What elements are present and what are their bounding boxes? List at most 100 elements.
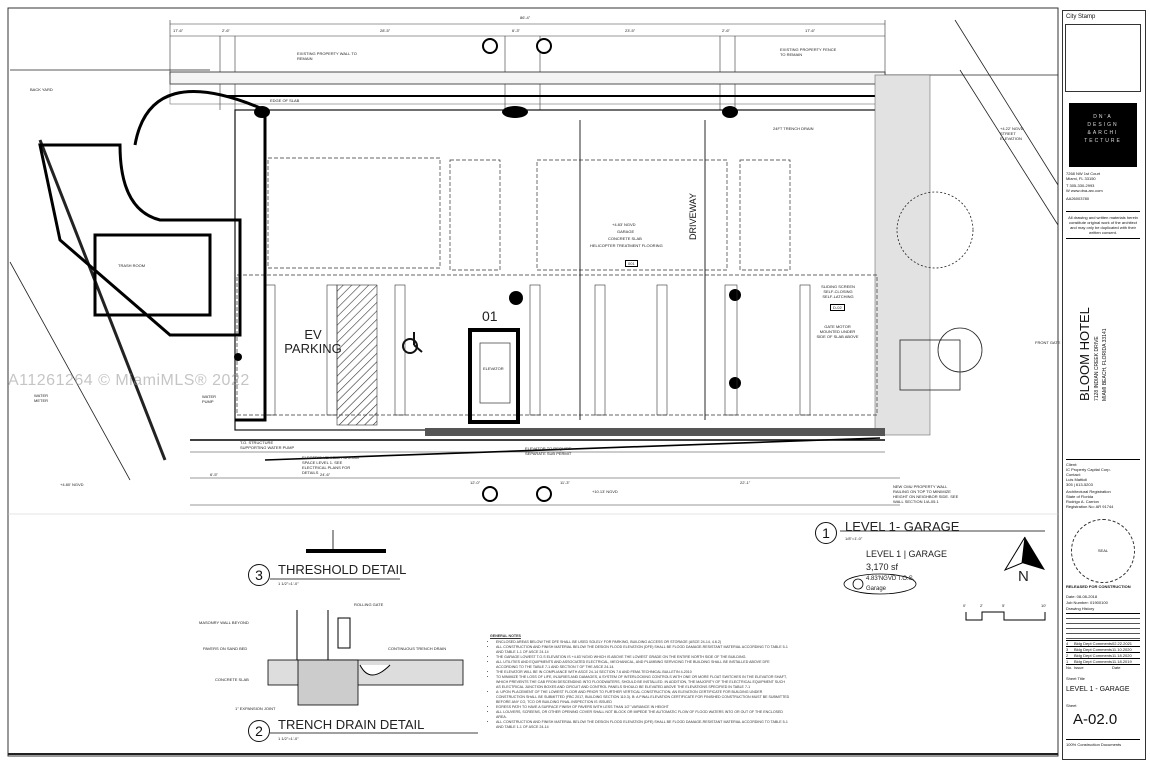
dimension: 6'-5" xyxy=(210,472,218,477)
label-pavers: Pavers on sand bed xyxy=(203,646,248,651)
drawing-history-label: Drawing History xyxy=(1066,606,1095,611)
area-tag-title: LEVEL 1 | GARAGE xyxy=(866,549,948,559)
note-item: Enclosed areas below the DFE shall be us… xyxy=(496,640,790,645)
release-status: RELEASED FOR CONSTRUCTION xyxy=(1066,584,1131,589)
logo-line: &ARCHI xyxy=(1087,130,1119,136)
copyright-note: All drawing and written materials herein… xyxy=(1066,211,1140,239)
history-issue: Bldg Dept Comments xyxy=(1074,659,1113,664)
scale-tick: 10' xyxy=(1041,603,1047,608)
dimension: 6'-3" xyxy=(512,28,520,33)
view-number: 2 xyxy=(248,720,270,742)
label-garage-elevation: +4.83' NGVD xyxy=(612,222,636,227)
dimension: 12'-0" xyxy=(470,480,481,485)
history-issue: Bldg Dept Comments xyxy=(1074,653,1113,658)
client-line: Luis Mattioli xyxy=(1066,477,1088,482)
area-tag-elevation: 4.83'NGVD T.O.S. xyxy=(866,576,915,582)
logo-line: DESIGN xyxy=(1087,122,1119,128)
view-number: 3 xyxy=(248,564,270,586)
history-no: 1 xyxy=(1066,659,1069,664)
notes-title: GENERAL NOTES xyxy=(490,634,521,638)
dimension: 17'-6" xyxy=(173,28,184,33)
registration-line: Registration No: AR 91744 xyxy=(1066,504,1114,509)
view-title-level1: LEVEL 1- GARAGE xyxy=(845,519,960,534)
history-date: 11.18.2020 xyxy=(1112,653,1132,658)
label-water-pump: Water pump xyxy=(202,394,216,404)
overall-dimension: 86'-4" xyxy=(520,15,531,20)
note-item: The elevator will be in compliance with … xyxy=(496,670,790,675)
project-address-2: MIAMI BEACH, FLORIDA 33141 xyxy=(1102,328,1108,401)
north-arrow-icon xyxy=(1003,536,1045,572)
label-concrete-slab: Concrete slab xyxy=(608,236,642,241)
view-title-trench: TRENCH DRAIN DETAIL xyxy=(278,717,425,732)
label-rolling-gate: Rolling gate xyxy=(354,602,384,607)
note-item: All utilities and equipments and associa… xyxy=(496,660,790,670)
label-new-cmu-wall: New CMU property wall railing on top to … xyxy=(893,484,959,504)
note-item: A: Upon placement of the lowest floor an… xyxy=(496,690,790,705)
label-garage: Garage xyxy=(617,229,635,234)
firm-website[interactable]: W www.dna-arc.com xyxy=(1066,188,1103,193)
dimension: 22'-1" xyxy=(740,480,751,485)
room-tag: 001 xyxy=(625,260,638,267)
job-number: Job Number: 01900100 xyxy=(1066,600,1108,605)
sheet-label: Sheet xyxy=(1066,703,1077,708)
label-trench-drain-detail: Continuous trench drain xyxy=(388,646,447,651)
dimension: 11'-3" xyxy=(560,480,570,485)
dimension: 2'-6" xyxy=(222,28,230,33)
firm-logo: DN'A DESIGN&ARCHI TECTURE xyxy=(1069,103,1137,167)
label-sliding-screen: Sliding screen self-closing self-latchin… xyxy=(821,284,855,299)
view-scale: 1 1/2"=1'-0" xyxy=(278,581,299,586)
history-date: 11.10.2020 xyxy=(1112,647,1132,652)
history-date: 11.18.2019 xyxy=(1112,659,1132,664)
view-title-threshold: THRESHOLD DETAIL xyxy=(278,562,407,577)
label-ev-parking: EV PARKING xyxy=(284,327,342,356)
dimension: 2'-6" xyxy=(722,28,730,33)
history-no: 3 xyxy=(1066,647,1069,652)
label-existing-wall: Existing property wall to remain xyxy=(297,51,357,61)
phase-label: 100% Construction Documents xyxy=(1066,739,1140,747)
view-scale: 1 1/2"=1'-0" xyxy=(278,736,299,741)
label-ev-space: Electric vehicle parking space level 1. … xyxy=(302,455,359,475)
note-item: To minimize the loss of life, injuries a… xyxy=(496,675,790,690)
firm-address: Miami, FL 33150 xyxy=(1066,176,1096,181)
sheet-title: LEVEL 1 - GARAGE xyxy=(1066,686,1130,693)
firm-phone: T 305-330-2993 xyxy=(1066,183,1095,188)
project-name: BLOOM HOTEL xyxy=(1077,307,1092,401)
note-item: All louvers, screens, or other opening c… xyxy=(496,710,790,720)
label-elevation-left: +4.80' NGVD xyxy=(60,482,84,487)
client-line: Client: xyxy=(1066,462,1078,467)
label-street-elevation: +4.22' NGVD street elevation xyxy=(1000,126,1024,141)
logo-line: DN'A xyxy=(1093,114,1113,120)
seal: SEAL xyxy=(1071,519,1135,583)
label-elevator: Elevator xyxy=(483,366,504,371)
note-item: All construction and finish material bel… xyxy=(496,720,790,730)
dimension: 17'-6" xyxy=(805,28,816,33)
label-edge-of-slab: Edge of slab xyxy=(270,98,300,103)
dimension: 23'-5" xyxy=(625,28,636,33)
city-stamp-box xyxy=(1065,24,1141,92)
sheet-title-label: Sheet Title xyxy=(1066,676,1085,681)
label-back-yard: Back yard xyxy=(30,87,53,92)
client-line: Contact: xyxy=(1066,472,1081,477)
note-item: All construction and finish material bel… xyxy=(496,645,790,655)
city-stamp-label: City Stamp xyxy=(1066,14,1096,20)
history-no: 2 xyxy=(1066,653,1069,658)
registration-line: Architectural Registration xyxy=(1066,489,1111,494)
north-label: N xyxy=(1018,568,1029,585)
label-helicopter-flooring: Helicopter treatment flooring xyxy=(590,243,663,248)
client-line: 305 | 613-5203 xyxy=(1066,482,1093,487)
client-line: IC Property Capital Corp. xyxy=(1066,467,1111,472)
scale-tick: 5' xyxy=(1002,603,1005,608)
dimension-lines xyxy=(169,20,900,506)
label-driveway: DRIVEWAY xyxy=(688,192,698,240)
date-column-header: Date xyxy=(1112,665,1121,670)
label-concrete-slab-detail: Concrete slab xyxy=(215,677,249,682)
note-item: Egress path to have a surface finish of … xyxy=(496,705,790,710)
logo-line: TECTURE xyxy=(1084,138,1122,144)
